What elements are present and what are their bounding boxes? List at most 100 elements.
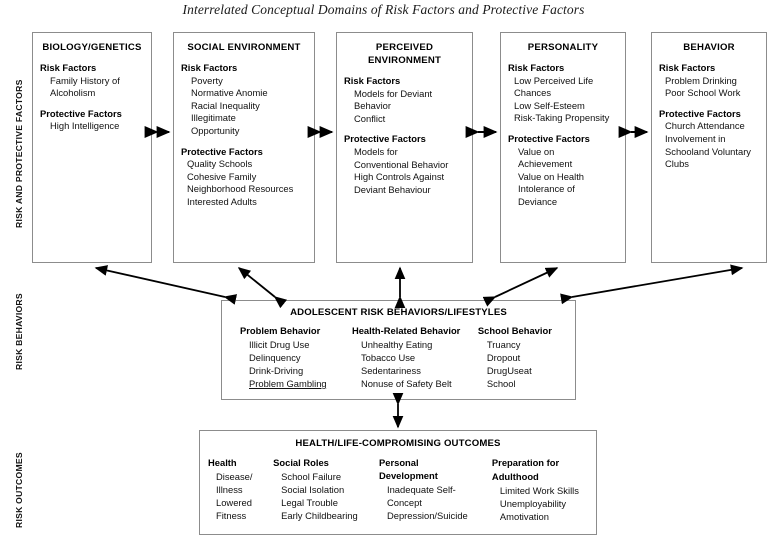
- axis-label-risk-outcomes: RISK OUTCOMES: [14, 452, 24, 528]
- protective-item: Models for: [354, 145, 398, 157]
- domain-box-personality[interactable]: PERSONALITY Risk Factors Low Perceived L…: [500, 32, 626, 263]
- outcome-column-social-roles: Social Roles School Failure Social Isola…: [273, 456, 367, 523]
- outcome-item: Amotivation: [499, 511, 549, 522]
- behavior-item: Nonuse of Safety Belt: [360, 378, 452, 389]
- protective-factors-heading: Protective Factors: [508, 132, 590, 144]
- outcome-item: Depression/Suicide: [386, 510, 468, 521]
- column-heading: Problem Behavior: [240, 325, 321, 336]
- domain-title: PERCEIVED: [375, 42, 434, 53]
- column-heading: Social Roles: [273, 457, 329, 468]
- middle-column-school-behavior: School Behavior Truancy Dropout DrugUsea…: [478, 324, 561, 390]
- middle-column-problem-behavior: Problem Behavior Illicit Drug Use Delinq…: [240, 324, 338, 390]
- protective-factors-heading: Protective Factors: [344, 133, 426, 145]
- risk-item: Poverty: [191, 74, 223, 86]
- column-heading: Health-Related Behavior: [351, 325, 461, 336]
- outcome-item: Legal Trouble: [281, 497, 338, 508]
- arrow-personality-to-adolescent-behaviors: [482, 267, 559, 307]
- column-heading-line2: Adulthood: [491, 471, 539, 482]
- domain-box-social-environment[interactable]: SOCIAL ENVIRONMENT Risk Factors Poverty …: [173, 32, 315, 263]
- risk-item: Problem Drinking: [665, 74, 737, 86]
- domain-title: BIOLOGY/GENETICS: [42, 42, 142, 53]
- column-heading: Health: [208, 457, 237, 468]
- protective-item: Quality Schools: [187, 158, 253, 170]
- column-heading: Preparation for: [491, 457, 560, 468]
- risk-item: Racial Inequality: [191, 99, 260, 111]
- protective-item: Cohesive Family: [187, 170, 257, 182]
- protective-factors-heading: Protective Factors: [40, 107, 122, 119]
- protective-item: Church Attendance: [665, 120, 745, 132]
- column-heading: School Behavior: [477, 325, 552, 336]
- risk-item: Alcoholism: [50, 87, 96, 99]
- adolescent-risk-behaviors-box[interactable]: ADOLESCENT RISK BEHAVIORS/LIFESTYLES Pro…: [221, 300, 576, 400]
- behavior-item: Delinquency: [249, 352, 301, 363]
- behavior-item: Tobacco Use: [360, 352, 416, 363]
- risk-item: Risk-Taking Propensity: [514, 112, 610, 124]
- protective-item: Interested Adults: [187, 195, 257, 207]
- risk-item: Opportunity: [191, 124, 240, 136]
- protective-item: High Controls Against: [354, 171, 445, 183]
- outcome-column-health: Health Disease/ Illness Lowered Fitness: [208, 456, 261, 523]
- protective-item: High Intelligence: [50, 120, 120, 132]
- domain-box-biology-genetics[interactable]: BIOLOGY/GENETICS Risk Factors Family His…: [32, 32, 152, 263]
- column-heading: Personal Development: [378, 457, 438, 481]
- risk-factors-heading: Risk Factors: [508, 62, 565, 73]
- outcome-column-preparation-for-adulthood: Preparation for Adulthood Limited Work S…: [492, 456, 584, 523]
- domain-title: PERSONALITY: [527, 42, 599, 53]
- domain-box-behavior[interactable]: BEHAVIOR Risk Factors Problem Drinking P…: [651, 32, 767, 263]
- behavior-item: Unhealthy Eating: [360, 339, 433, 350]
- protective-item: Achievement: [518, 158, 573, 170]
- behavior-item: Drink-Driving: [249, 365, 304, 376]
- protective-item: Value on: [518, 145, 555, 157]
- protective-factors-heading: Protective Factors: [659, 107, 741, 119]
- protective-item: Involvement in: [665, 132, 726, 144]
- risk-item: Models for Deviant: [354, 87, 433, 99]
- behavior-item: Illicit Drug Use: [249, 339, 310, 350]
- outcome-item: Fitness: [216, 510, 247, 521]
- outcome-column-personal-development: Personal Development Inadequate Self- Co…: [379, 456, 480, 523]
- behavior-item: School: [486, 378, 516, 389]
- behavior-item: Dropout: [486, 352, 521, 363]
- domain-title-line2: ENVIRONMENT: [367, 55, 442, 66]
- behavior-item: DrugUseat: [486, 365, 532, 376]
- outcome-item: Inadequate Self-: [386, 484, 456, 495]
- risk-item: Chances: [514, 87, 552, 99]
- risk-item: Normative Anomie: [191, 87, 268, 99]
- axis-label-risk-behaviors: RISK BEHAVIORS: [14, 293, 24, 370]
- behavior-item: Sedentariness: [360, 365, 421, 376]
- arrow-behavior-to-adolescent-behaviors: [560, 264, 744, 305]
- outcome-item: Unemployability: [499, 498, 567, 509]
- domain-title: SOCIAL ENVIRONMENT: [187, 42, 301, 53]
- outcome-item: Social Isolation: [281, 484, 345, 495]
- risk-item: Low Self-Esteem: [514, 99, 585, 111]
- protective-item: Schooland Voluntary: [665, 145, 751, 157]
- behavior-item: Truancy: [486, 339, 521, 350]
- outcome-item: Lowered: [216, 497, 252, 508]
- health-life-compromising-outcomes-box[interactable]: HEALTH/LIFE-COMPROMISING OUTCOMES Health…: [199, 430, 597, 535]
- risk-factors-heading: Risk Factors: [181, 62, 238, 73]
- domain-box-perceived-environment[interactable]: PERCEIVED ENVIRONMENT Risk Factors Model…: [336, 32, 473, 263]
- protective-item: Conventional Behavior: [354, 158, 449, 170]
- protective-item: Clubs: [665, 158, 689, 170]
- protective-item: Value on Health: [518, 170, 585, 182]
- outcome-item: Illness: [216, 484, 243, 495]
- axis-label-risk-and-protective-factors: RISK AND PROTECTIVE FACTORS: [14, 79, 24, 228]
- outcome-item: Limited Work Skills: [499, 485, 579, 496]
- middle-box-title: ADOLESCENT RISK BEHAVIORS/LIFESTYLES: [290, 307, 507, 318]
- risk-factors-heading: Risk Factors: [40, 62, 97, 73]
- protective-item: Neighborhood Resources: [187, 183, 294, 195]
- outcome-item: Concept: [386, 497, 422, 508]
- risk-factors-heading: Risk Factors: [344, 75, 401, 86]
- protective-item: Intolerance of: [518, 183, 575, 195]
- risk-factors-heading: Risk Factors: [659, 62, 716, 73]
- outcome-item: Early Childbearing: [281, 510, 358, 521]
- risk-item: Family History of: [50, 74, 120, 86]
- bottom-box-title: HEALTH/LIFE-COMPROMISING OUTCOMES: [295, 438, 501, 449]
- protective-item: Deviant Behaviour: [354, 183, 431, 195]
- risk-item: Illegitimate: [191, 112, 236, 124]
- page-title: Interrelated Conceptual Domains of Risk …: [182, 2, 585, 17]
- protective-factors-heading: Protective Factors: [181, 145, 263, 157]
- arrow-social-to-adolescent-behaviors: [237, 267, 288, 309]
- middle-column-health-related-behavior: Health-Related Behavior Unhealthy Eating…: [352, 324, 464, 390]
- risk-item: Conflict: [354, 112, 386, 124]
